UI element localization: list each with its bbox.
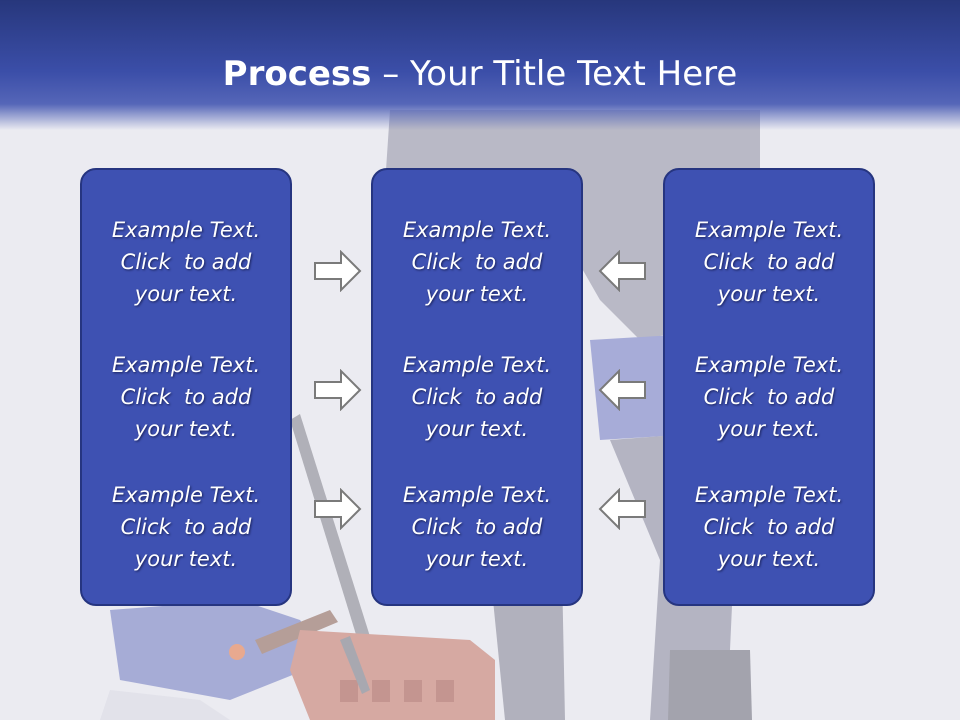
panel-right[interactable]: Example Text. Click to add your text. Ex… [663, 168, 875, 606]
panel-left[interactable]: Example Text. Click to add your text. Ex… [80, 168, 292, 606]
text-line: Click to add [703, 250, 835, 274]
text-line: your text. [425, 282, 529, 306]
text-block[interactable]: Example Text. Click to add your text. [82, 479, 290, 575]
text-line: Example Text. [402, 218, 552, 242]
arrow-right-icon [314, 488, 362, 530]
text-line: Example Text. [402, 483, 552, 507]
title-rest: Your Title Text Here [410, 54, 738, 94]
text-line: your text. [134, 282, 238, 306]
text-line: Example Text. [402, 353, 552, 377]
title-bold: Process [222, 54, 372, 94]
panel-middle[interactable]: Example Text. Click to add your text. Ex… [371, 168, 583, 606]
text-line: Example Text. [111, 218, 261, 242]
arrow-left-icon [598, 250, 646, 292]
title-separator: – [371, 54, 411, 94]
slide-title[interactable]: Process – Your Title Text Here [0, 52, 960, 96]
arrow-left-icon [598, 488, 646, 530]
text-line: Example Text. [694, 483, 844, 507]
text-line: your text. [717, 417, 821, 441]
text-line: your text. [717, 547, 821, 571]
text-line: your text. [717, 282, 821, 306]
text-block[interactable]: Example Text. Click to add your text. [665, 349, 873, 445]
text-line: Click to add [411, 515, 543, 539]
text-line: Example Text. [694, 353, 844, 377]
text-line: Click to add [120, 250, 252, 274]
arrow-left-icon [598, 369, 646, 411]
text-line: Click to add [411, 385, 543, 409]
header-band [0, 0, 960, 130]
text-line: Example Text. [111, 483, 261, 507]
text-line: Click to add [703, 385, 835, 409]
text-line: Click to add [120, 385, 252, 409]
text-block[interactable]: Example Text. Click to add your text. [665, 479, 873, 575]
text-line: Click to add [120, 515, 252, 539]
text-line: Click to add [411, 250, 543, 274]
text-line: your text. [134, 547, 238, 571]
text-block[interactable]: Example Text. Click to add your text. [373, 479, 581, 575]
text-block[interactable]: Example Text. Click to add your text. [373, 214, 581, 310]
text-line: Example Text. [694, 218, 844, 242]
text-line: your text. [134, 417, 238, 441]
arrow-right-icon [314, 250, 362, 292]
text-block[interactable]: Example Text. Click to add your text. [373, 349, 581, 445]
text-block[interactable]: Example Text. Click to add your text. [665, 214, 873, 310]
text-line: your text. [425, 547, 529, 571]
text-line: Click to add [703, 515, 835, 539]
text-line: Example Text. [111, 353, 261, 377]
text-block[interactable]: Example Text. Click to add your text. [82, 214, 290, 310]
text-line: your text. [425, 417, 529, 441]
text-block[interactable]: Example Text. Click to add your text. [82, 349, 290, 445]
arrow-right-icon [314, 369, 362, 411]
